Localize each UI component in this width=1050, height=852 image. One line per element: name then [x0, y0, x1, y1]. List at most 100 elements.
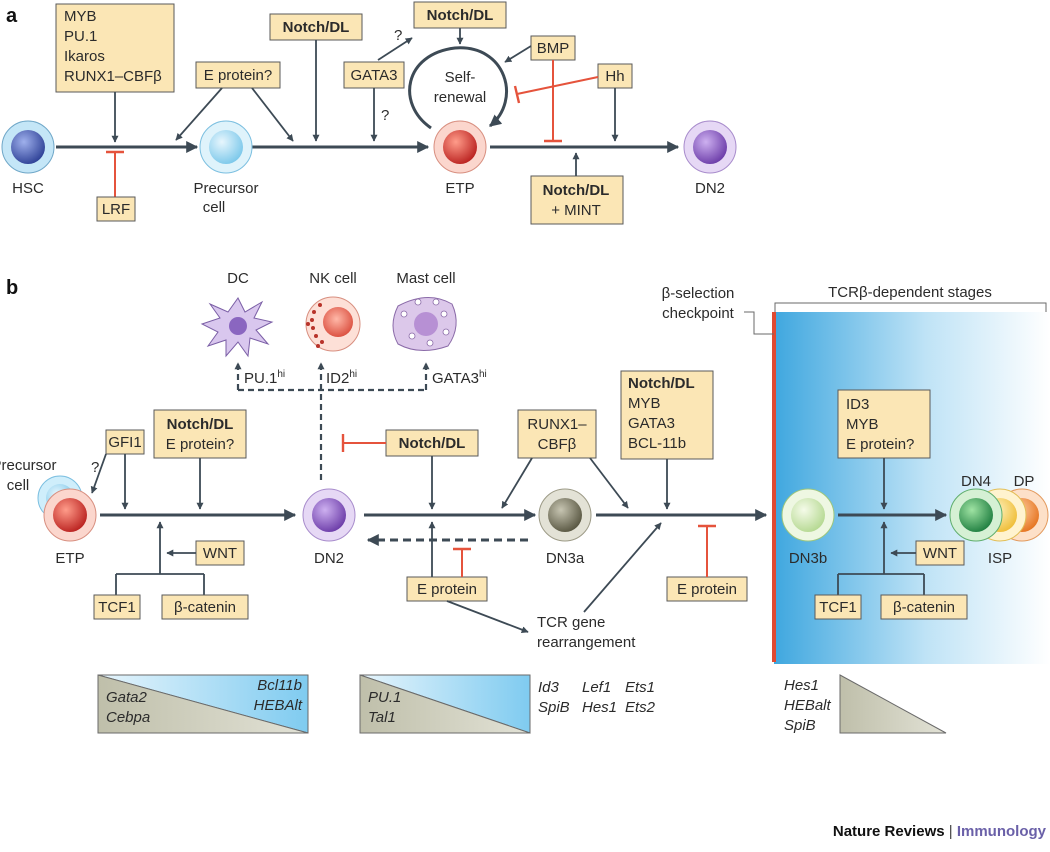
a-gata3-label: GATA3 — [351, 67, 398, 84]
b-dn2-label: DN2 — [314, 550, 344, 567]
panel-b-label: b — [6, 277, 18, 299]
a-notch-mint-box — [530, 175, 624, 225]
b-bcat1-label: β-catenin — [174, 599, 236, 616]
b-tcrb-stages-label: TCRβ-dependent stages — [828, 284, 992, 301]
b-gene-gata2: Gata2 — [106, 689, 148, 706]
b-wnt1-label: WNT — [203, 545, 237, 562]
b-nk-cell — [305, 296, 361, 352]
b-gene-gradient-2 — [359, 674, 531, 734]
b-gata3hi-label: GATA3hi — [432, 369, 487, 387]
b-wnt2-label: WNT — [923, 545, 957, 562]
b-myb2-label: MYB — [846, 416, 879, 433]
b-mast-cell — [392, 297, 457, 351]
b-runx1-box — [517, 409, 597, 459]
b-id2-label: ID2hi — [326, 369, 357, 387]
a-hsc-cell — [1, 120, 55, 174]
b-bcat2-label: β-catenin — [893, 599, 955, 616]
a-runx1: RUNX1–CBFβ — [64, 68, 162, 85]
a-arrow-eprotein-right — [251, 87, 294, 142]
b-isp-label: ISP — [988, 550, 1012, 567]
a-arrow-gata3-selfrenewal — [377, 37, 413, 61]
b-gene-tal1: Tal1 — [368, 709, 396, 726]
b-question: ? — [91, 459, 99, 476]
b-dn3b-cell — [781, 488, 835, 542]
b-precursor-label-2: cell — [7, 477, 30, 494]
a-self-renewal-1: Self- — [445, 69, 476, 86]
b-tcr-gene-2: rearrangement — [537, 634, 636, 651]
b-gene-ets2: Ets2 — [625, 699, 656, 716]
b-dn3a-cell — [538, 488, 592, 542]
a-precursor-label-1: Precursor — [193, 180, 258, 197]
b-eprotein-mid-label: E protein — [417, 581, 477, 598]
a-lrf-label: LRF — [102, 201, 130, 218]
a-notch-top-label: Notch/DL — [427, 7, 494, 24]
a-etp-label: ETP — [445, 180, 474, 197]
b-notch3-box — [620, 370, 714, 460]
b-gfi1-box — [105, 429, 145, 455]
b-myb-label: MYB — [628, 395, 661, 412]
b-beta-selection-1: β-selection — [662, 285, 735, 302]
a-notch-label: Notch/DL — [283, 19, 350, 36]
a-gata3-box — [343, 61, 405, 89]
b-bcat2-box — [880, 594, 968, 620]
b-gene-gradient-1 — [97, 674, 309, 734]
a-bmp-label: BMP — [537, 40, 570, 57]
b-mast-label: Mast cell — [396, 270, 455, 287]
a-notch-box — [269, 13, 363, 41]
a-upstream-factors-box — [55, 3, 175, 93]
b-eprotein-q1-label: E protein? — [166, 436, 234, 453]
b-dn3b-label: DN3b — [789, 550, 827, 567]
a-arrow-bmp — [504, 45, 532, 63]
a-etp-cell — [433, 120, 487, 174]
a-precursor-cell — [199, 120, 253, 174]
b-arrow-tcr-gene — [446, 600, 529, 634]
b-gene-spib-b: SpiB — [784, 717, 816, 734]
b-gene-id3: Id3 — [538, 679, 560, 696]
a-dn2-label: DN2 — [695, 180, 725, 197]
a-eprotein-box — [195, 61, 281, 89]
b-gene-hebalt: HEBAlt — [254, 697, 303, 714]
a-bmp-box — [530, 35, 576, 61]
b-tcf1-2-box — [814, 594, 862, 620]
b-gene-pu1: PU.1 — [368, 689, 401, 706]
b-tcf1-2-label: TCF1 — [819, 599, 857, 616]
b-gene-gradient-3 — [839, 674, 947, 734]
b-tcf1-box — [93, 594, 141, 620]
b-notch2-box — [385, 429, 479, 457]
b-arrow-runx1-right — [589, 457, 629, 509]
a-question-1: ? — [394, 27, 402, 44]
b-notch1-label: Notch/DL — [167, 416, 234, 433]
b-id3-label: ID3 — [846, 396, 869, 413]
a-hsc-label: HSC — [12, 180, 44, 197]
b-arrow-gfi1-etp — [90, 453, 107, 494]
a-self-renewal-2: renewal — [434, 89, 487, 106]
a-question-2: ? — [381, 107, 389, 124]
journal-credit: Nature Reviews | Immunology — [833, 823, 1046, 840]
panel-a-label: a — [6, 5, 18, 27]
a-self-renewal-loop — [408, 46, 508, 130]
b-gata3-3-label: GATA3 — [628, 415, 675, 432]
a-myb: MYB — [64, 8, 97, 25]
journal-section: Immunology — [956, 823, 1046, 840]
b-arrow-runx1-left — [501, 457, 533, 509]
b-dn3a-label: DN3a — [546, 550, 585, 567]
b-tcrb-bracket — [774, 302, 1047, 312]
b-dc-cell — [200, 297, 274, 358]
b-etp-label: ETP — [55, 550, 84, 567]
a-eprotein-label: E protein? — [204, 67, 272, 84]
b-gene-spib: SpiB — [538, 699, 570, 716]
b-dn4-cell — [949, 488, 1003, 542]
b-bcl11b-label: BCL-11b — [628, 435, 686, 452]
b-dp-label: DP — [1014, 473, 1035, 490]
b-gfi1-label: GFI1 — [108, 434, 141, 451]
b-arrow-tcr-to-axis — [583, 522, 662, 613]
b-dn4-label: DN4 — [961, 473, 991, 490]
a-hh-label: Hh — [605, 68, 624, 85]
a-lrf-box — [96, 196, 136, 222]
a-mint-label: + MINT — [551, 202, 601, 219]
b-dn2-cell — [302, 488, 356, 542]
b-gene-bcl11b: Bcl11b — [257, 677, 302, 694]
b-precursor-label-1: Precursor — [0, 457, 57, 474]
